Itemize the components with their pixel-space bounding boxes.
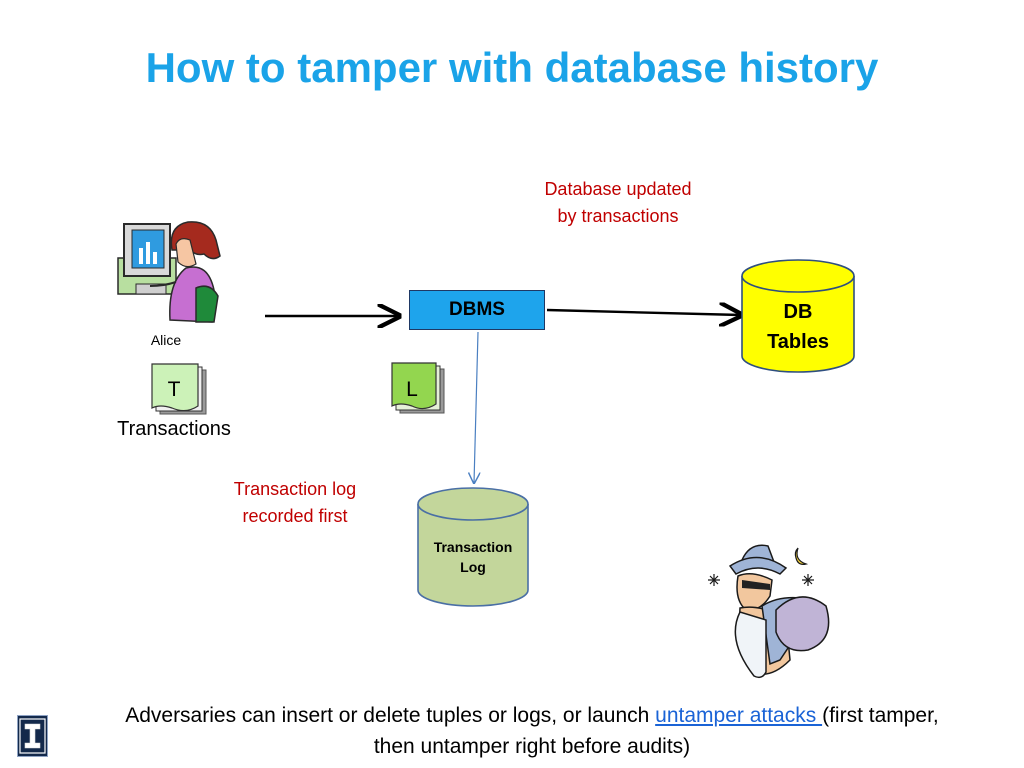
alice-icon: [117, 221, 221, 323]
dbms-to-db-arrow: [546, 310, 741, 315]
db-updated-line-2: by transactions: [557, 206, 679, 226]
transaction-log-line-2: Log: [460, 559, 486, 575]
dbms-to-log-arrow: [474, 331, 478, 483]
university-logo: [17, 715, 48, 757]
transaction-log-line-1: Transaction: [434, 539, 513, 555]
log-doc-letter: L: [406, 378, 418, 401]
dbms-box: DBMS: [409, 290, 545, 330]
caption-text-after: (first tamper, then untamper right befor…: [373, 704, 939, 758]
db-tables-cylinder: DB Tables: [741, 259, 855, 373]
slide-title: How to tamper with database history: [145, 44, 879, 91]
log-recorded-line-2: recorded first: [242, 506, 348, 526]
alice-label: Alice: [151, 332, 182, 348]
logo-i-mark: [19, 718, 46, 754]
db-tables-line-2: Tables: [767, 331, 829, 353]
transaction-log-cylinder: Transaction Log: [417, 487, 529, 607]
db-updated-line-1: Database updated: [544, 179, 692, 199]
transactions-label: Transactions: [117, 418, 231, 440]
db-updated-note: Database updated by transactions: [498, 176, 738, 230]
transactions-doc-letter: T: [168, 378, 181, 401]
caption-text-before: Adversaries can insert or delete tuples …: [125, 704, 656, 727]
log-recorded-line-1: Transaction log: [233, 479, 357, 499]
log-recorded-note: Transaction log recorded first: [190, 476, 400, 530]
transactions-document-icon: T: [151, 363, 207, 415]
db-tables-line-1: DB: [784, 301, 813, 323]
untamper-attacks-link[interactable]: untamper attacks: [655, 704, 823, 727]
adversary-burglar-icon: [708, 544, 830, 679]
bottom-caption: Adversaries can insert or delete tuples …: [104, 700, 960, 762]
log-document-icon: L: [391, 362, 445, 414]
